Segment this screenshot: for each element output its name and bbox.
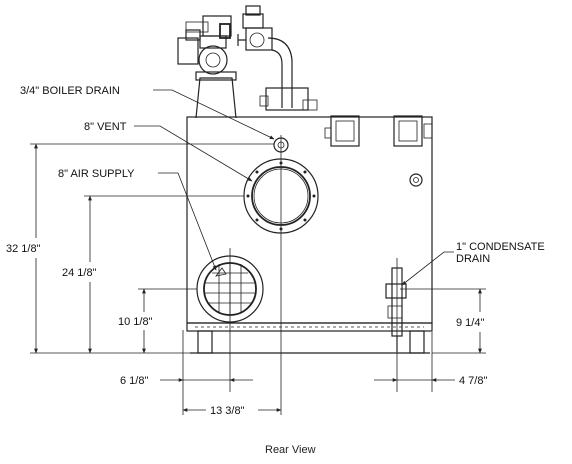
vent-height-dimension: 24 1/8" (62, 267, 97, 279)
condensate-drain-label-line2: DRAIN (456, 253, 490, 265)
horizontal-dimensions (160, 330, 455, 415)
vent-offset-dimension: 13 3/8" (210, 405, 245, 417)
view-caption: Rear View (265, 444, 316, 456)
condensate-drain-label-line1: 1" CONDENSATE (456, 241, 545, 253)
boiler-body (186, 115, 433, 354)
condensate-offset-dimension: 4 7/8" (459, 375, 487, 387)
air-supply-offset-dimension: 6 1/8" (120, 375, 148, 387)
vent-label: 8" VENT (84, 121, 127, 133)
gas-train-assembly (177, 5, 318, 119)
condensate-height-dimension: 9 1/4" (456, 317, 484, 329)
condensate-drain-fitting (385, 267, 407, 352)
centerlines (229, 135, 398, 415)
vertical-dimensions (30, 143, 486, 354)
air-supply-height-dimension: 10 1/8" (118, 316, 153, 328)
callout-leaders (134, 89, 454, 286)
overall-height-dimension: 32 1/8" (6, 243, 41, 255)
boiler-drain-label: 3/4" BOILER DRAIN (20, 85, 120, 97)
air-supply-label: 8" AIR SUPPLY (58, 168, 135, 180)
